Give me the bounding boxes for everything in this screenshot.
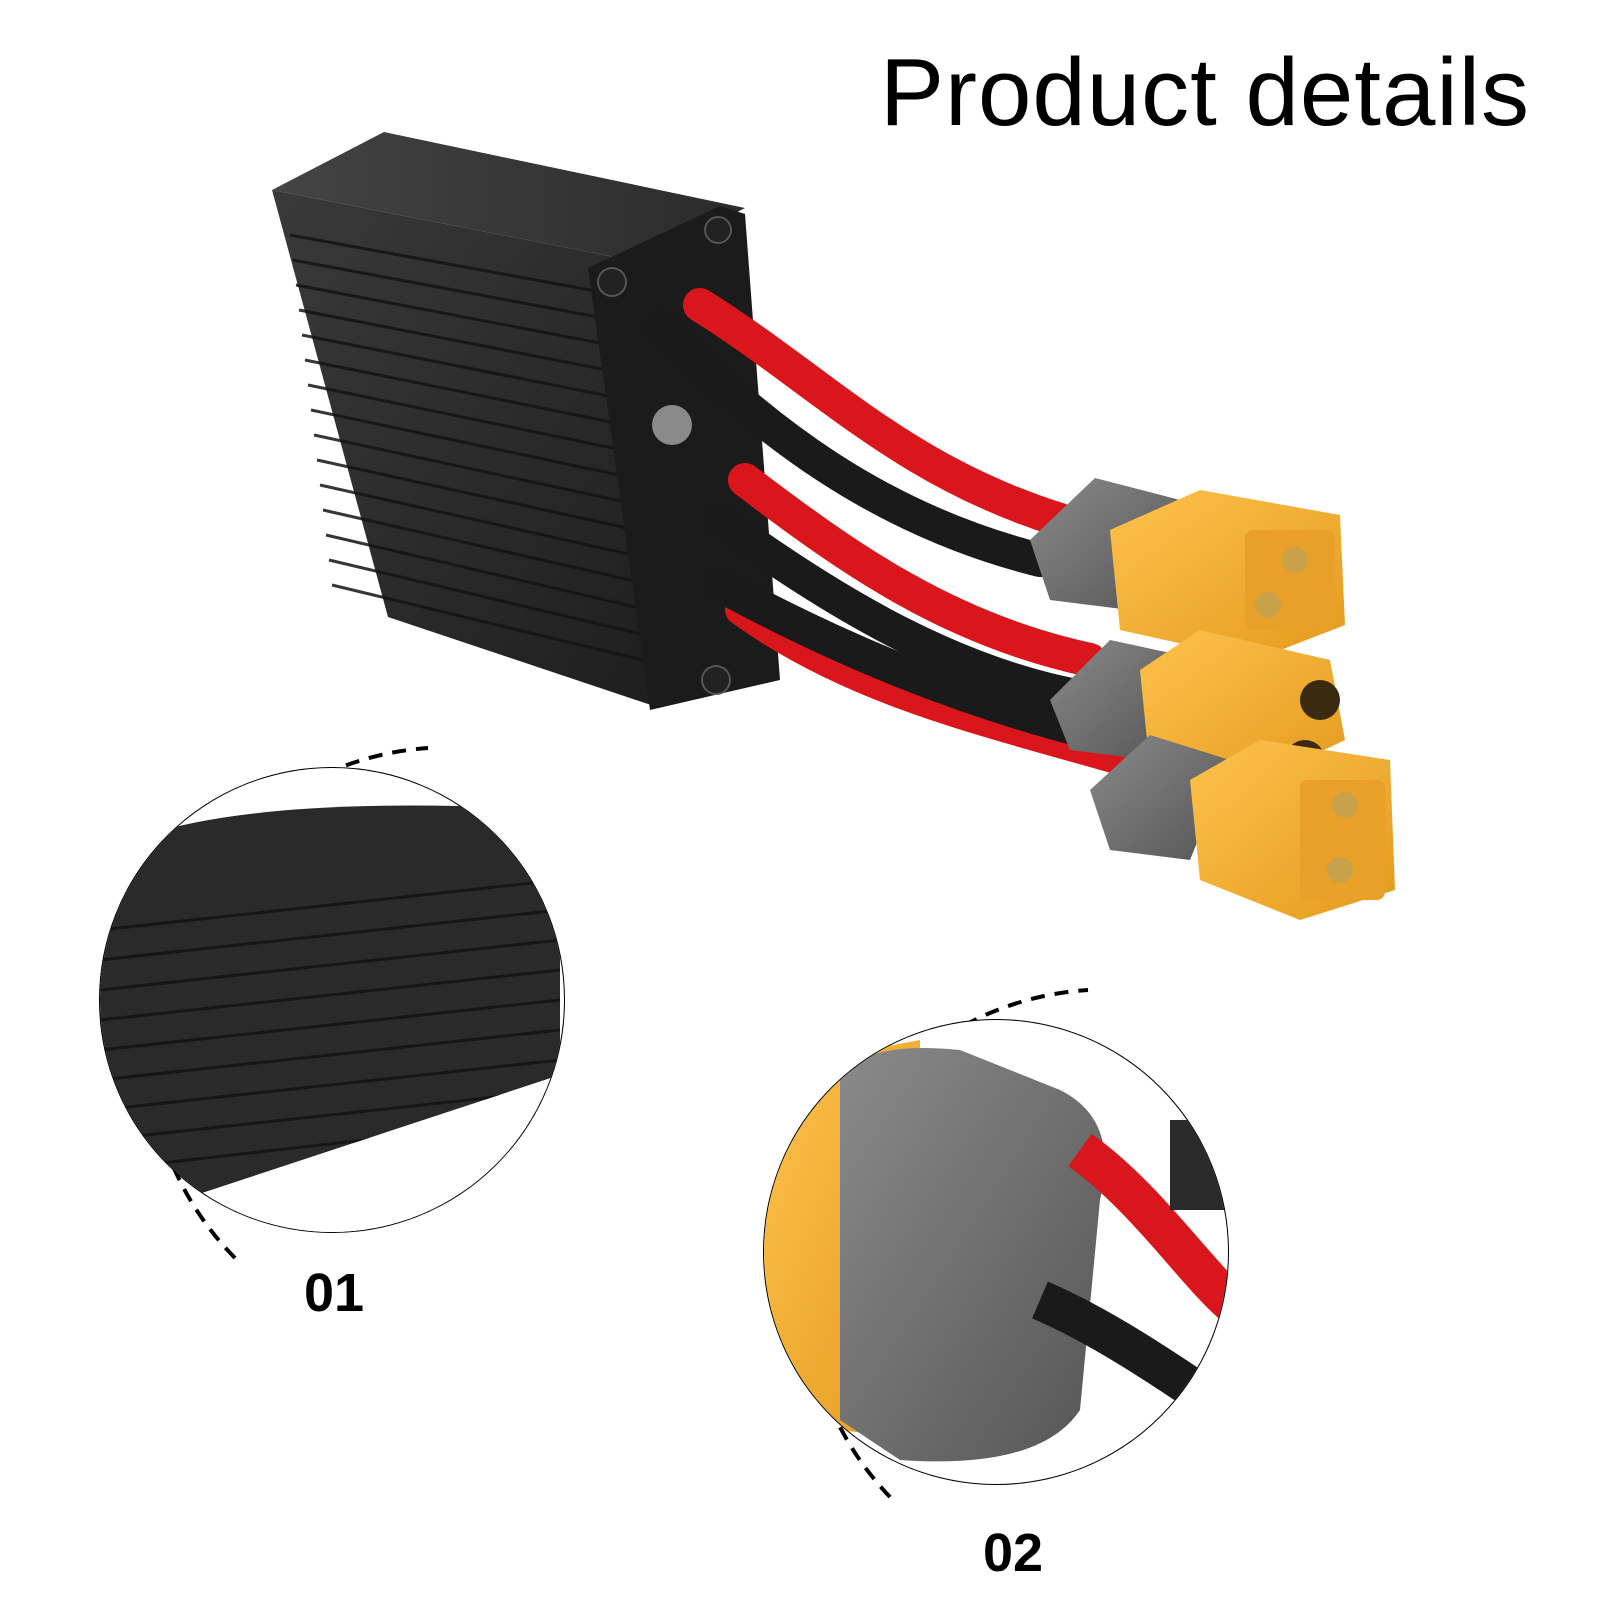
detail-01-circle: [99, 746, 565, 1260]
xt60-connector-male: [1030, 478, 1345, 660]
heatsink-fins: [289, 233, 660, 666]
junction-box-housing: [272, 132, 780, 710]
page-title: Product details: [879, 39, 1530, 146]
detail-label-01: 01: [304, 1263, 365, 1323]
detail-02-circle: [763, 988, 1229, 1499]
detail-label-02: 02: [983, 1523, 1044, 1583]
xt60-connector-male-2: [1090, 735, 1395, 920]
cables: [643, 288, 1135, 775]
